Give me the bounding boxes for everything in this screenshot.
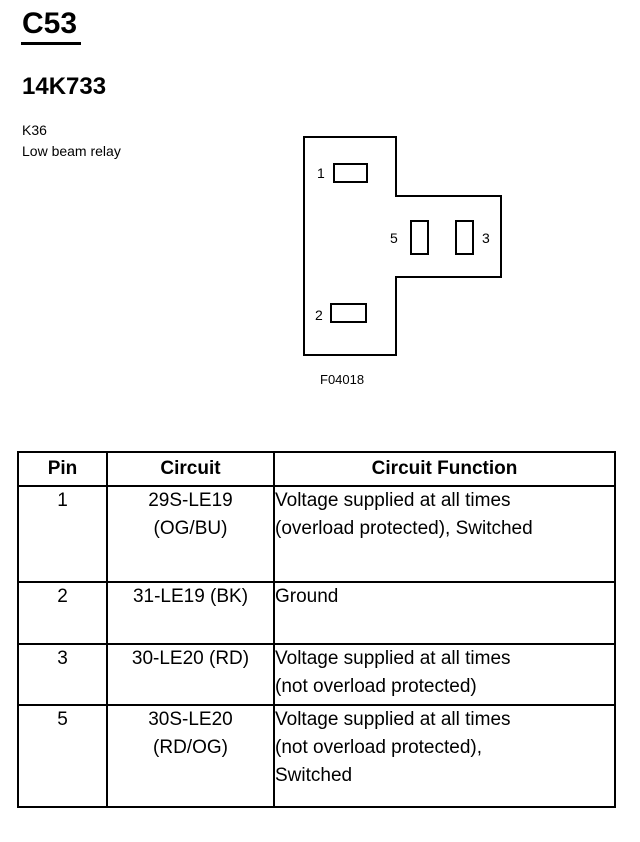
function-cell: Voltage supplied at all times (not overl… [273, 643, 616, 706]
circuit-line: 30-LE20 (RD) [131, 648, 250, 669]
function-line: (not overload protected) [275, 676, 477, 697]
function-line: Voltage supplied at all times [275, 709, 511, 730]
component-description: Low beam relay [22, 143, 121, 159]
pin-2-label: 2 [315, 307, 323, 323]
function-line: Voltage supplied at all times [275, 490, 511, 511]
connector-face-diagram: 1 5 3 2 [303, 136, 502, 356]
function-line: Ground [275, 586, 339, 607]
table-row: 5 30S-LE20 (RD/OG) Voltage supplied at a… [17, 704, 616, 808]
pin-cell: 3 [17, 643, 108, 706]
table-header-row: Pin Circuit Circuit Function [17, 451, 616, 487]
function-line: (overload protected), Switched [275, 518, 533, 539]
circuit-cell: 31-LE19 (BK) [106, 581, 275, 645]
function-cell: Voltage supplied at all times (not overl… [273, 704, 616, 808]
pinout-table: Pin Circuit Circuit Function 1 29S-LE19 … [17, 451, 616, 808]
component-id: K36 [22, 122, 47, 138]
circuit-line: 29S-LE19 [148, 490, 233, 511]
connector-outline [303, 136, 502, 356]
circuit-line: (RD/OG) [153, 737, 228, 758]
pin-cell: 2 [17, 581, 108, 645]
table-row: 3 30-LE20 (RD) Voltage supplied at all t… [17, 643, 616, 706]
part-number: 14K733 [22, 73, 107, 100]
header-circuit: Circuit [106, 451, 275, 487]
pin-3-terminal [455, 220, 474, 255]
pin-5-terminal [410, 220, 429, 255]
circuit-cell: 30S-LE20 (RD/OG) [106, 704, 275, 808]
pin-3-label: 3 [482, 230, 490, 246]
circuit-line: 31-LE19 (BK) [132, 586, 249, 607]
figure-code: F04018 [320, 372, 365, 387]
function-line: (not overload protected), [275, 737, 483, 758]
pin-1-terminal [333, 163, 368, 183]
header-pin: Pin [17, 451, 108, 487]
pin-cell: 1 [17, 485, 108, 583]
connector-id: C53 [22, 7, 78, 40]
pin-5-label: 5 [390, 230, 398, 246]
pin-1-label: 1 [317, 165, 325, 181]
pin-2-terminal [330, 303, 367, 323]
table-row: 2 31-LE19 (BK) Ground [17, 581, 616, 645]
header-circuit-function: Circuit Function [273, 451, 616, 487]
function-cell: Ground [273, 581, 616, 645]
circuit-line: (OG/BU) [153, 518, 228, 539]
circuit-cell: 30-LE20 (RD) [106, 643, 275, 706]
table-row: 1 29S-LE19 (OG/BU) Voltage supplied at a… [17, 485, 616, 583]
function-line: Switched [275, 765, 353, 786]
function-cell: Voltage supplied at all times (overload … [273, 485, 616, 583]
pin-cell: 5 [17, 704, 108, 808]
connector-id-underline [21, 42, 81, 45]
circuit-cell: 29S-LE19 (OG/BU) [106, 485, 275, 583]
circuit-line: 30S-LE20 [148, 709, 233, 730]
function-line: Voltage supplied at all times [275, 648, 511, 669]
